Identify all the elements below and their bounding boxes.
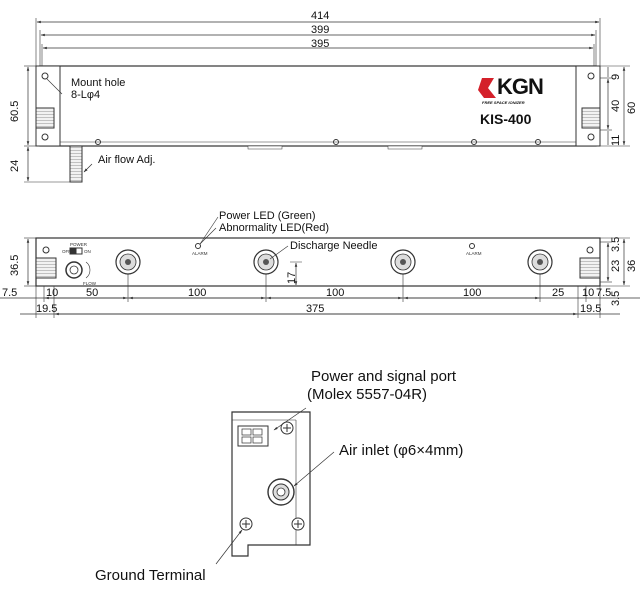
mount-hole-icon [587,72,595,80]
dim-r-9: 9 [610,73,622,80]
dim-36-5: 36.5 [9,254,21,276]
dim-50: 50 [86,287,99,299]
front-left-end [35,257,57,279]
dim-3-5-top: 3.5 [610,236,622,252]
mount-hole-icon [42,246,50,254]
dim-10-left: 10 [46,287,59,299]
air-flow-label: Air flow Adj. [98,154,156,166]
left-end-block [35,107,55,129]
mount-hole-icon [586,246,594,254]
dim-399: 399 [311,24,330,36]
alarm-led-left [195,243,201,249]
alarm-text-right: ALARM [466,251,482,256]
on-text: ON [84,249,91,254]
alarm-text-left: ALARM [192,251,208,256]
dim-60-5: 60.5 [9,100,21,122]
front-right-end [579,257,601,279]
dim-100-c: 100 [463,287,482,299]
mount-hole-icon [41,133,49,141]
mount-hole-label: Mount hole [71,77,126,89]
needle-1 [115,249,141,275]
dim-100-b: 100 [326,287,345,299]
screw-icon [280,421,294,435]
dim-25: 25 [552,287,565,299]
abnormality-led-label: Abnormality LED(Red) [219,222,330,234]
discharge-needle-label: Discharge Needle [290,240,378,252]
air-flow-knob [69,145,83,183]
dim-19-5-left: 19.5 [36,303,58,315]
mount-hole-icon [41,72,49,80]
needle-4 [527,249,553,275]
dim-19-5-right: 19.5 [580,303,602,315]
needle-3 [390,249,416,275]
dim-r-60: 60 [626,101,638,114]
side-view [215,407,335,565]
dim-100-a: 100 [188,287,207,299]
mount-hole-spec: 8-Lφ4 [71,89,101,101]
off-text: OFF [62,249,71,254]
dim-7-5-left: 7.5 [2,287,18,299]
flow-text: FLOW [83,281,96,286]
dim-23: 23 [610,259,622,272]
port-label-line2: (Molex 5557-04R) [307,386,428,403]
dim-395: 395 [311,38,330,50]
screw-icon [471,139,477,145]
dim-10-right: 10 [582,287,595,299]
alarm-led-right [469,243,475,249]
right-end-block [581,107,601,129]
dim-r-11: 11 [610,134,622,146]
brand-logo-icon [478,78,496,98]
ground-terminal-label: Ground Terminal [95,567,206,584]
port-label-line1: Power and signal port [311,368,457,385]
dim-24: 24 [9,159,21,172]
screw-icon [95,139,101,145]
dim-414: 414 [311,10,330,22]
screw-icon [333,139,339,145]
power-led-label: Power LED (Green) [219,210,316,222]
front-view [0,216,640,318]
top-view [24,18,630,183]
brand-name: KGN [497,74,544,99]
dim-7-5-right: 7.5 [596,287,612,299]
screw-icon [535,139,541,145]
screw-icon [291,517,305,531]
mount-hole-icon [587,133,595,141]
dim-375: 375 [306,303,325,315]
dim-17: 17 [286,271,298,284]
screw-icon [239,517,253,531]
dim-r-40: 40 [610,99,622,112]
air-inlet-label: Air inlet (φ6×4mm) [339,442,464,459]
dim-36: 36 [626,259,638,272]
power-text: POWER [70,242,88,247]
brand-tagline: FREE SPACE IONIZER [482,100,525,105]
needle-2 [253,249,279,275]
model-name: KIS-400 [480,111,532,127]
dim-3-5-bottom: 3.5 [610,290,622,306]
